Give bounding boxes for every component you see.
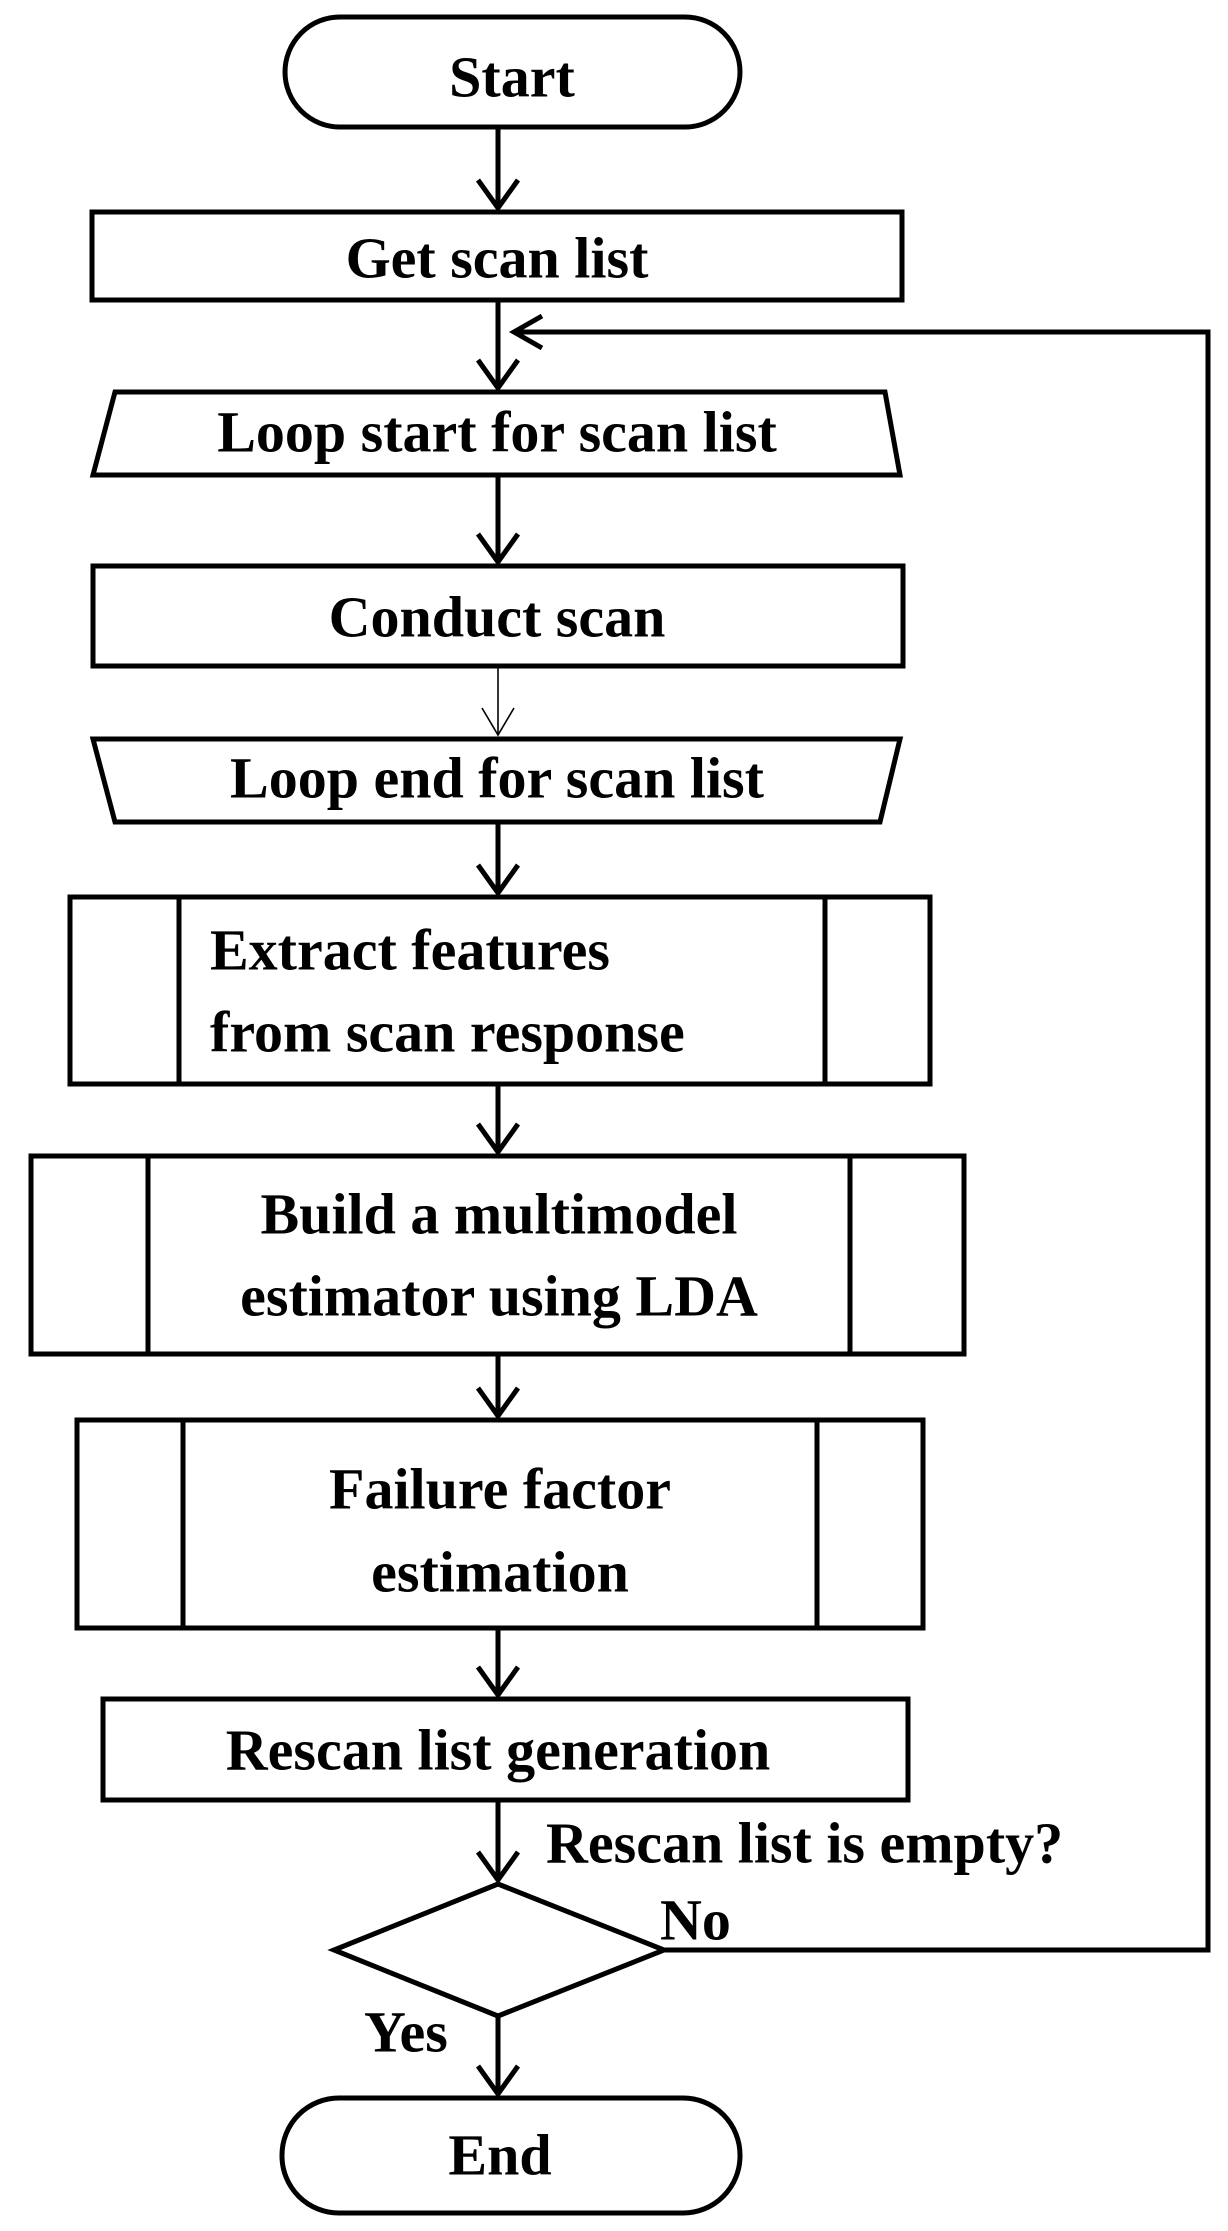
- get-scan-list-label: Get scan list: [346, 226, 650, 291]
- extract-features-line-2: from scan response: [210, 1000, 685, 1065]
- failure-factor-line-2: estimation: [371, 1540, 629, 1605]
- rescan-generation-label: Rescan list generation: [226, 1718, 771, 1783]
- arrow-loop-start-to-conduct-scan: [475, 475, 521, 567]
- conduct-scan-box: Conduct scan: [90, 563, 906, 669]
- conduct-scan-label: Conduct scan: [329, 585, 666, 650]
- build-estimator-line-2: estimator using LDA: [240, 1264, 758, 1329]
- loop-start-box: Loop start for scan list: [89, 389, 903, 478]
- failure-factor-line-1: Failure factor: [329, 1457, 671, 1522]
- failure-factor-box: Failure factor estimation: [74, 1417, 926, 1631]
- start-node: Start: [282, 14, 743, 130]
- arrow-get-scan-list-to-loop-start: [475, 300, 521, 393]
- end-label: End: [448, 2123, 551, 2188]
- get-scan-list-box: Get scan list: [89, 209, 905, 303]
- arrow-start-to-get-scan-list: [475, 127, 521, 213]
- arrow-decision-to-end: [475, 2016, 521, 2099]
- build-estimator-line-1: Build a multimodel: [261, 1182, 738, 1247]
- arrow-no-loop-back: [508, 313, 1211, 1953]
- arrow-loop-end-to-extract-features: [475, 822, 521, 898]
- decision-question-label: Rescan list is empty?: [546, 1811, 1063, 1876]
- arrow-rescan-to-decision: [475, 1800, 521, 1885]
- no-label: No: [660, 1888, 731, 1953]
- loop-start-label: Loop start for scan list: [217, 400, 777, 465]
- decision-diamond: [327, 1881, 671, 2019]
- loop-end-box: Loop end for scan list: [89, 736, 904, 825]
- end-node: End: [279, 2095, 743, 2216]
- extract-features-box: Extract features from scan response: [67, 894, 933, 1087]
- start-label: Start: [449, 45, 575, 110]
- loop-end-label: Loop end for scan list: [230, 746, 765, 811]
- extract-features-line-1: Extract features: [210, 918, 610, 983]
- yes-label: Yes: [364, 2000, 448, 2065]
- rescan-generation-box: Rescan list generation: [100, 1696, 911, 1803]
- arrow-extract-to-build: [475, 1084, 521, 1157]
- build-estimator-box: Build a multimodel estimator using LDA: [28, 1153, 967, 1357]
- arrow-failure-factor-to-rescan: [475, 1628, 521, 1700]
- arrow-conduct-scan-to-loop-end: [481, 666, 515, 737]
- arrow-build-to-failure-factor: [475, 1354, 521, 1421]
